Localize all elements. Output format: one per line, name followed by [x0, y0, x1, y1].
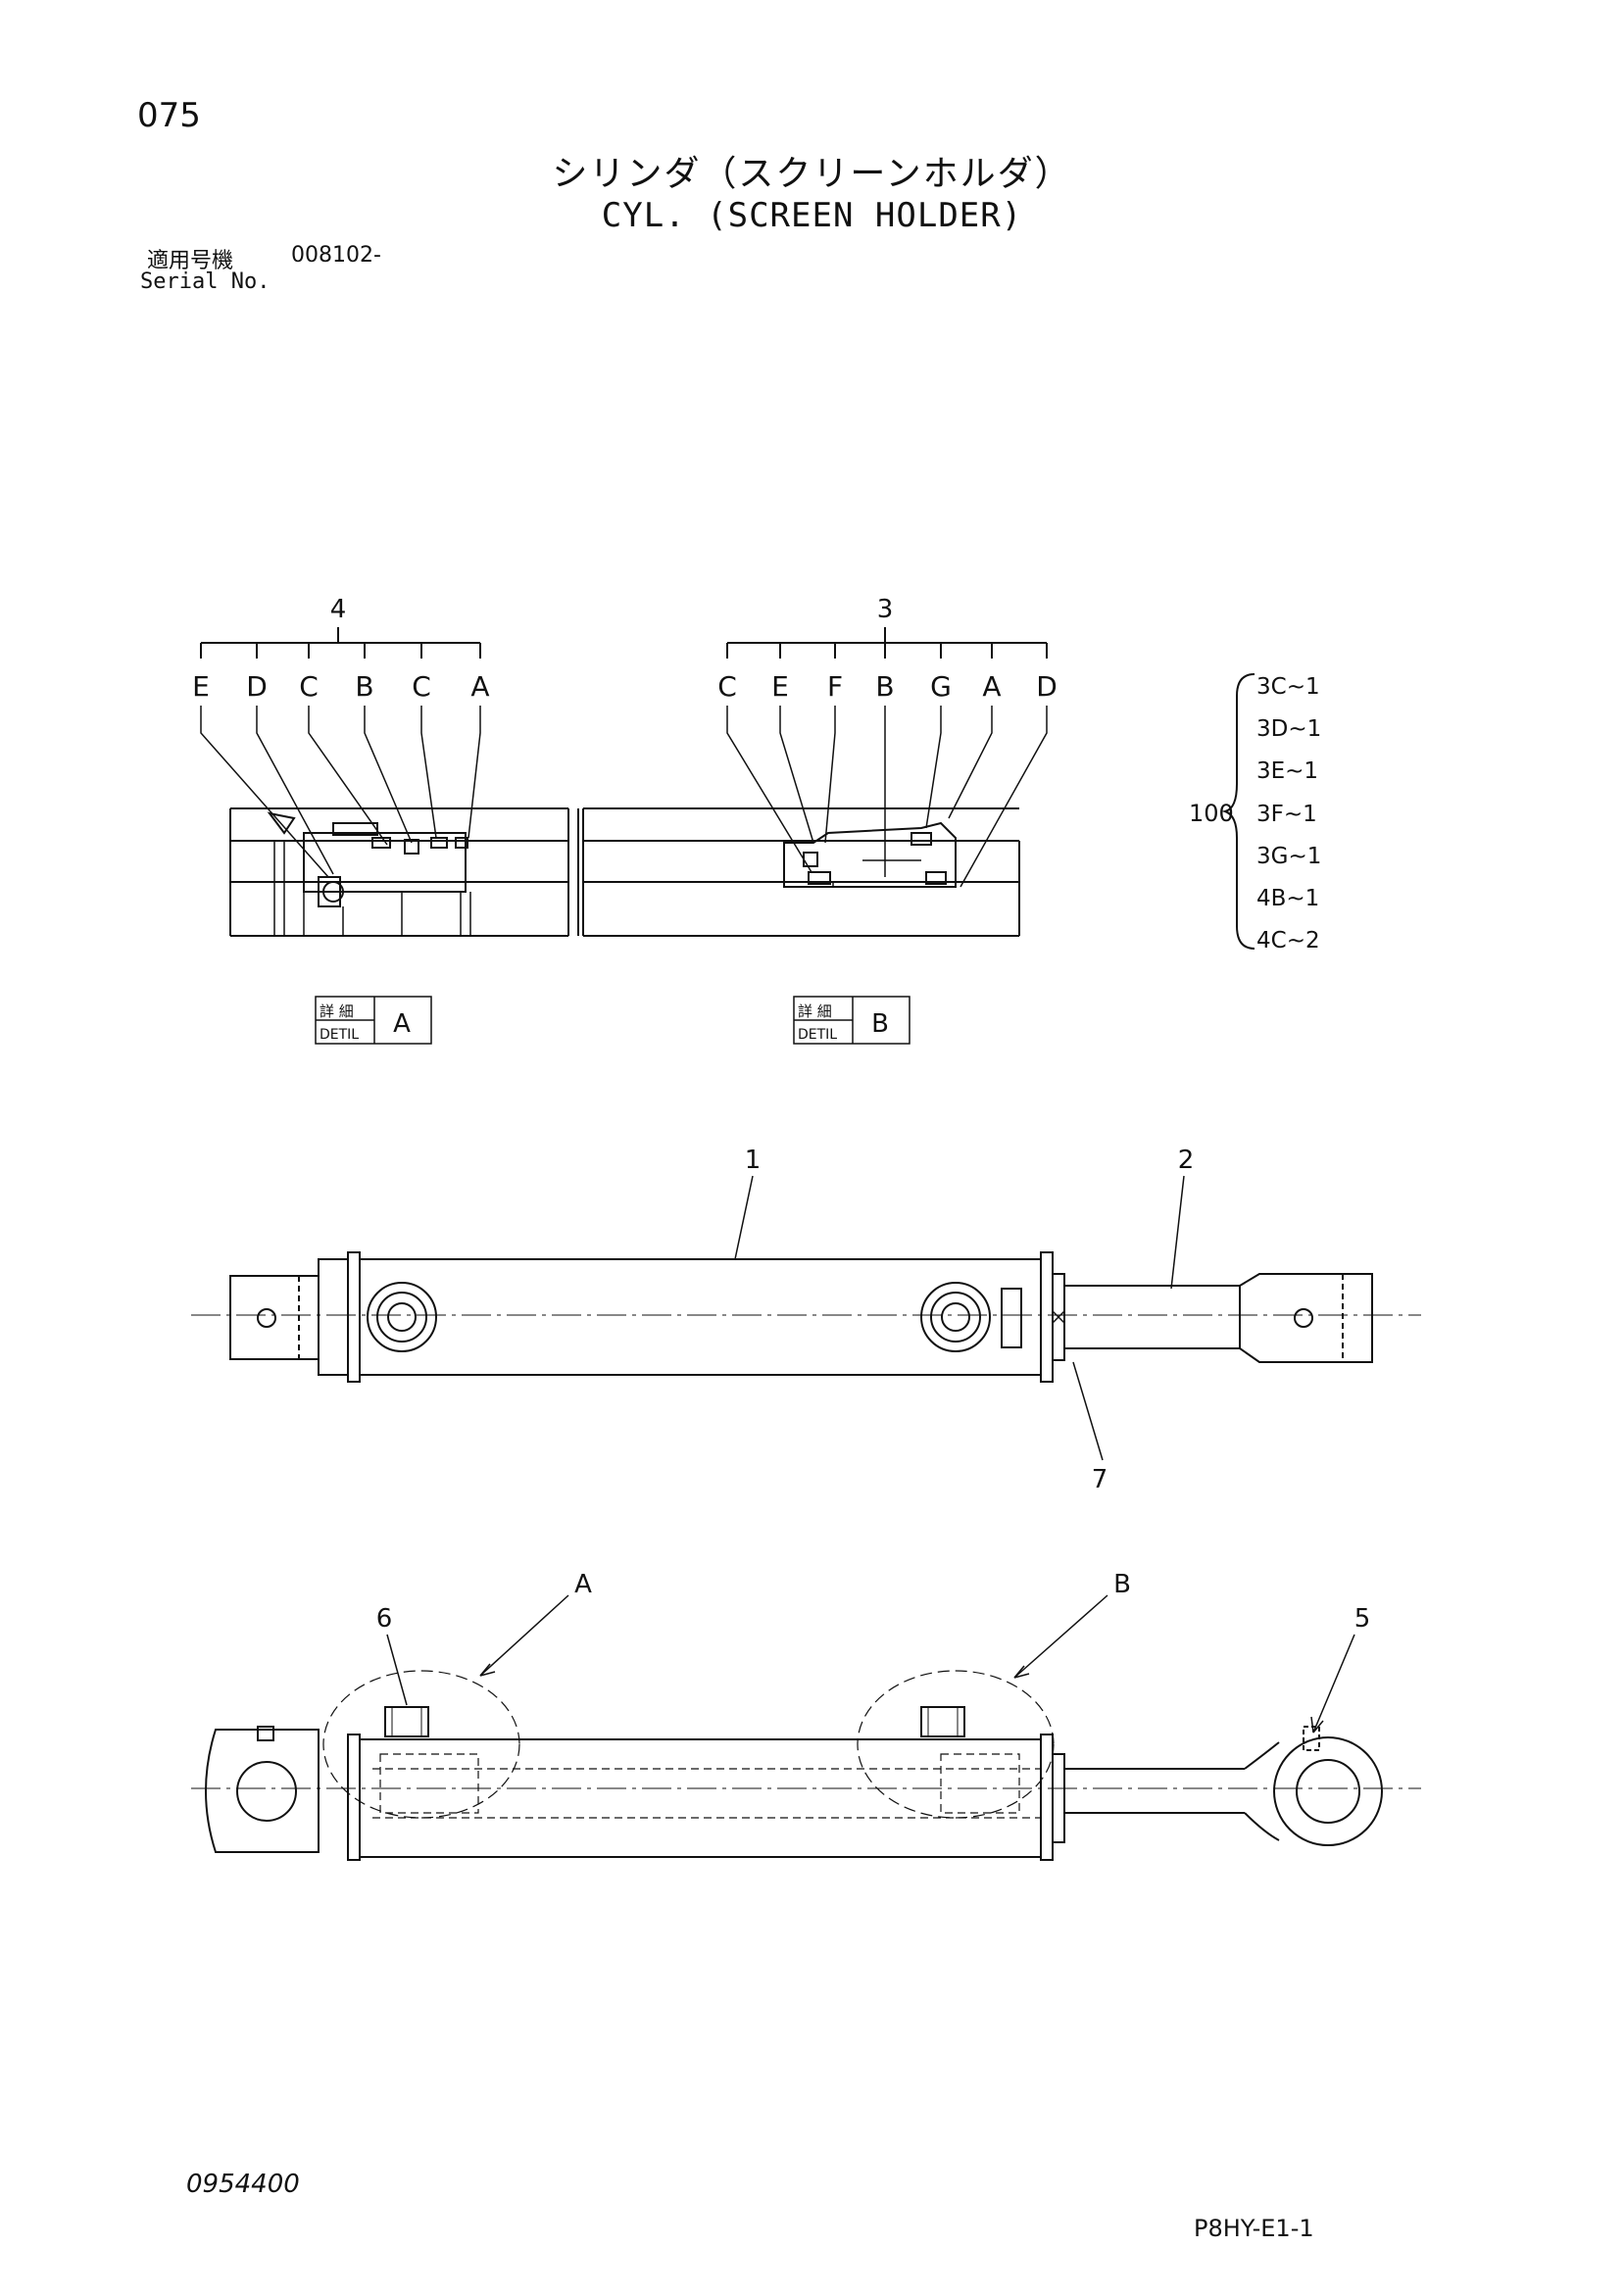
- seal-kit-item: 3D~1: [1256, 716, 1321, 742]
- cylinder-side-view: A B 6 5: [191, 1570, 1421, 1861]
- serial-value: 008102-: [291, 243, 381, 268]
- detail-b-letter: C: [717, 670, 737, 703]
- detail-a-letter: C: [299, 670, 319, 703]
- seal-kit-item: 3G~1: [1256, 844, 1321, 869]
- detail-a-group-number: 4: [330, 595, 347, 624]
- seal-kit-item: 3F~1: [1256, 802, 1317, 827]
- page-title-jp: シリンダ（スクリーンホルダ）: [552, 154, 1072, 194]
- detail-b-badge-letter: B: [871, 1009, 889, 1039]
- seal-kit-number: 100: [1189, 800, 1234, 827]
- document-code: 0954400: [186, 2170, 300, 2199]
- callout-detail-a: A: [574, 1570, 592, 1599]
- seal-kit-item: 4B~1: [1256, 886, 1319, 911]
- page-title-en: CYL. (SCREEN HOLDER): [601, 196, 1023, 235]
- detail-a-view: 4 E D C B C A 詳 細 DETIL A: [192, 595, 569, 1045]
- callout-rod: 2: [1178, 1146, 1195, 1175]
- detail-b-letter: E: [771, 670, 789, 703]
- detail-a-letter: B: [355, 670, 373, 703]
- detail-a-letter: C: [412, 670, 431, 703]
- callout-tube: 1: [745, 1146, 762, 1175]
- serial-label-en: Serial No.: [140, 269, 271, 294]
- detail-b-letter: G: [930, 670, 952, 703]
- page-number: 075: [137, 96, 201, 135]
- seal-kit-item: 3E~1: [1256, 758, 1318, 784]
- callout-wiper: 7: [1092, 1465, 1108, 1494]
- detail-b-letter: D: [1036, 670, 1058, 703]
- detail-b-letter: A: [982, 670, 1001, 703]
- detail-a-badge-top: 詳 細: [320, 1002, 354, 1020]
- seal-kit-list: 100 3C~1 3D~1 3E~1 3F~1 3G~1 4B~1 4C~2: [1189, 673, 1321, 953]
- cylinder-top-view: 1 2 7: [191, 1146, 1421, 1494]
- detail-a-badge-letter: A: [393, 1009, 411, 1039]
- sheet-code: P8HY-E1-1: [1194, 2215, 1314, 2242]
- callout-detail-b: B: [1113, 1570, 1131, 1599]
- serial-label-jp: 適用号機: [147, 249, 234, 273]
- detail-b-view: 3 C E F B G A D 詳 細 DETIL B: [577, 595, 1058, 1045]
- detail-a-letter: A: [470, 670, 489, 703]
- detail-a-badge-bottom: DETIL: [320, 1027, 359, 1043]
- detail-b-group-number: 3: [877, 595, 894, 624]
- seal-kit-item: 4C~2: [1256, 928, 1320, 953]
- detail-b-badge-bottom: DETIL: [798, 1027, 837, 1043]
- detail-b-letter: F: [827, 670, 843, 703]
- seal-kit-item: 3C~1: [1256, 674, 1320, 700]
- detail-a-letter: D: [246, 670, 268, 703]
- callout-plug: 6: [376, 1604, 393, 1634]
- detail-a-letter: E: [192, 670, 210, 703]
- callout-bushing: 5: [1354, 1604, 1371, 1634]
- detail-b-letter: B: [875, 670, 894, 703]
- detail-b-badge-top: 詳 細: [798, 1002, 832, 1020]
